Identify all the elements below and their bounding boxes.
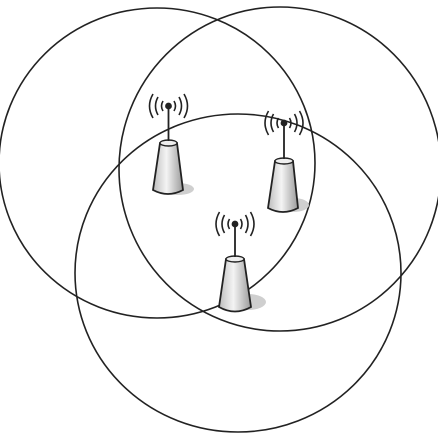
tower-body [153,143,183,194]
tower-body [268,161,298,212]
tower-body [219,259,251,312]
antenna-center [216,212,266,312]
antenna-right [265,111,309,212]
antenna-left [150,94,195,195]
coverage-circles [0,7,438,432]
